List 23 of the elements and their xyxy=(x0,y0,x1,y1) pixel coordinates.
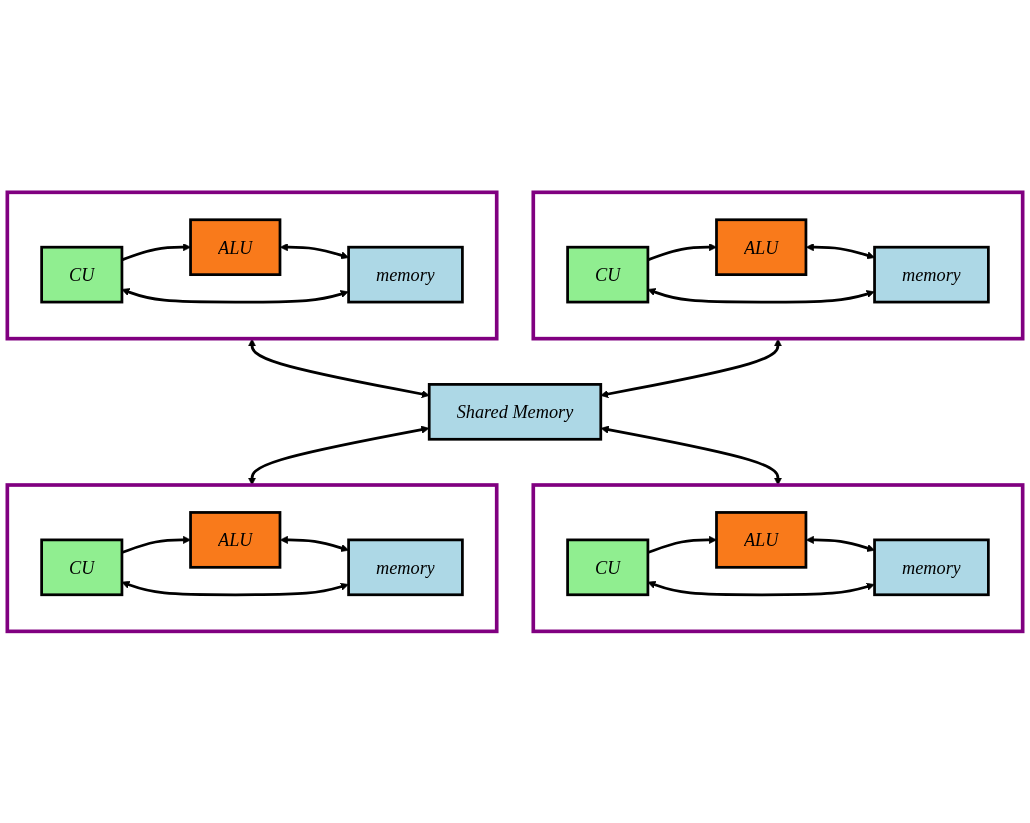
arrow xyxy=(280,535,349,552)
arrow xyxy=(647,580,875,596)
arrow xyxy=(805,242,875,259)
arrow xyxy=(280,242,349,259)
arrow xyxy=(121,535,191,554)
arrow xyxy=(647,287,875,304)
arrow xyxy=(647,242,717,261)
arrow xyxy=(121,580,349,596)
arrow xyxy=(248,338,430,398)
arrow xyxy=(121,287,349,304)
arrow xyxy=(121,242,191,261)
node-box: memory xyxy=(347,538,464,596)
node-box: Shared Memory xyxy=(427,382,603,441)
node-box: memory xyxy=(873,245,990,304)
node-box: memory xyxy=(873,538,990,596)
cluster xyxy=(5,190,499,341)
cluster xyxy=(531,190,1025,341)
arrow xyxy=(647,535,717,554)
arrow xyxy=(805,535,875,552)
cluster xyxy=(531,482,1025,633)
cluster xyxy=(5,482,499,633)
node-box: memory xyxy=(347,245,464,304)
arrow xyxy=(600,338,782,398)
